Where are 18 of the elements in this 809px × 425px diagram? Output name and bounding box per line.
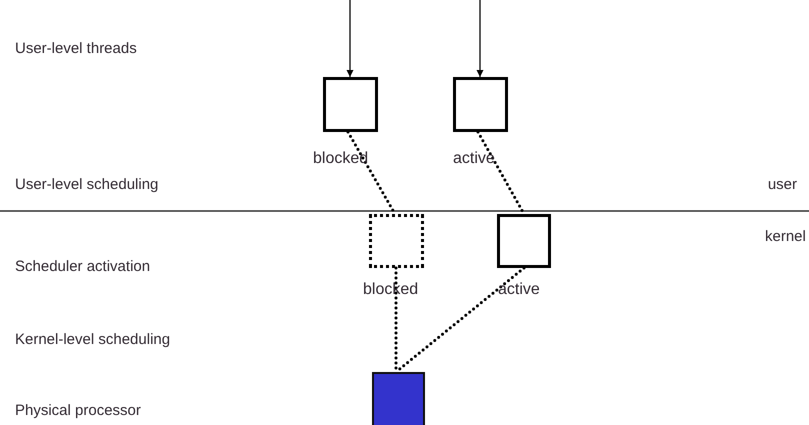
state-label: active: [498, 281, 540, 299]
processor-box: [372, 372, 425, 425]
space-label: user: [768, 176, 797, 194]
layer-label: User-level threads: [15, 40, 137, 58]
state-label: active: [453, 150, 495, 168]
thread-box: [323, 77, 378, 132]
space-label: kernel: [765, 228, 806, 246]
arrow: [476, 0, 484, 77]
thread-box: [453, 77, 508, 132]
state-label: blocked: [313, 150, 368, 168]
activation-box: [369, 214, 424, 268]
layer-label: Kernel-level scheduling: [15, 331, 170, 349]
arrow: [346, 0, 354, 77]
layer-label: User-level scheduling: [15, 176, 158, 194]
layer-label: Scheduler activation: [15, 258, 150, 276]
state-label: blocked: [363, 281, 418, 299]
activation-box: [497, 214, 551, 268]
layer-label: Physical processor: [15, 402, 141, 420]
